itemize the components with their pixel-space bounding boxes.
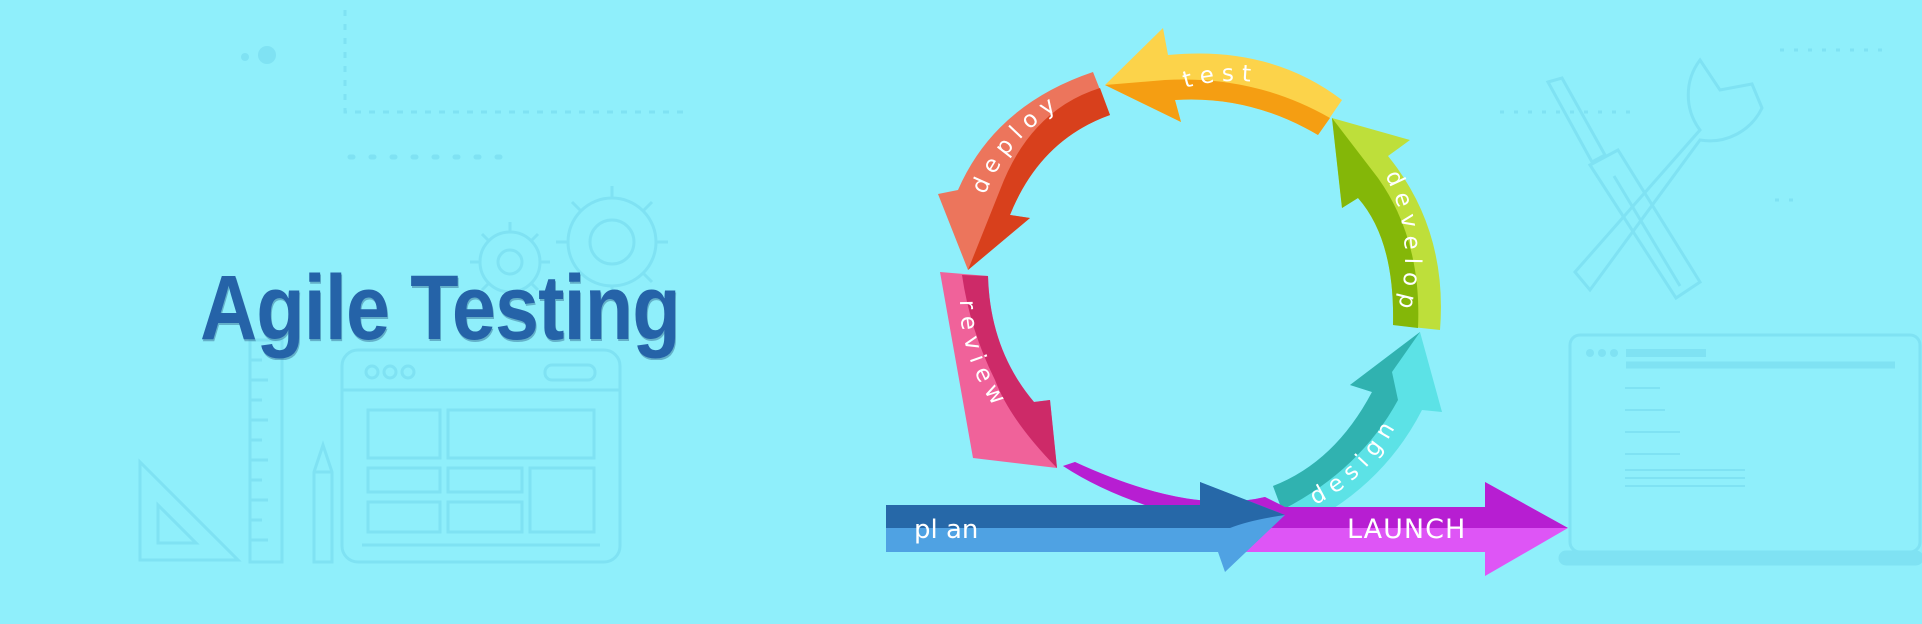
laptop-icon	[1558, 333, 1922, 566]
gear-icon	[556, 186, 668, 298]
stage-arrow-deploy	[938, 72, 1110, 270]
dot-icon	[258, 46, 276, 64]
ruler-icon	[248, 338, 284, 564]
pencil-icon	[312, 440, 334, 564]
triangle-ruler-icon	[138, 458, 242, 562]
gear-icon	[470, 222, 550, 302]
plan-arrow	[886, 482, 1285, 572]
launch-label: LAUNCH	[1347, 514, 1466, 545]
stage-arrow-test	[1105, 28, 1342, 135]
page-title: Agile Testing	[200, 257, 681, 359]
background-decorations-left	[138, 10, 690, 564]
stage-arrow-review	[940, 272, 1057, 468]
stage-arrow-design	[1273, 332, 1442, 532]
stage-arrow-develop	[1332, 118, 1441, 330]
wrench-icon	[1573, 57, 1764, 293]
dot-icon	[241, 53, 249, 61]
plan-label: pl an	[914, 515, 978, 545]
screwdriver-icon	[1545, 76, 1703, 301]
background-decorations-right	[1500, 48, 1922, 566]
browser-window-icon	[340, 348, 622, 564]
